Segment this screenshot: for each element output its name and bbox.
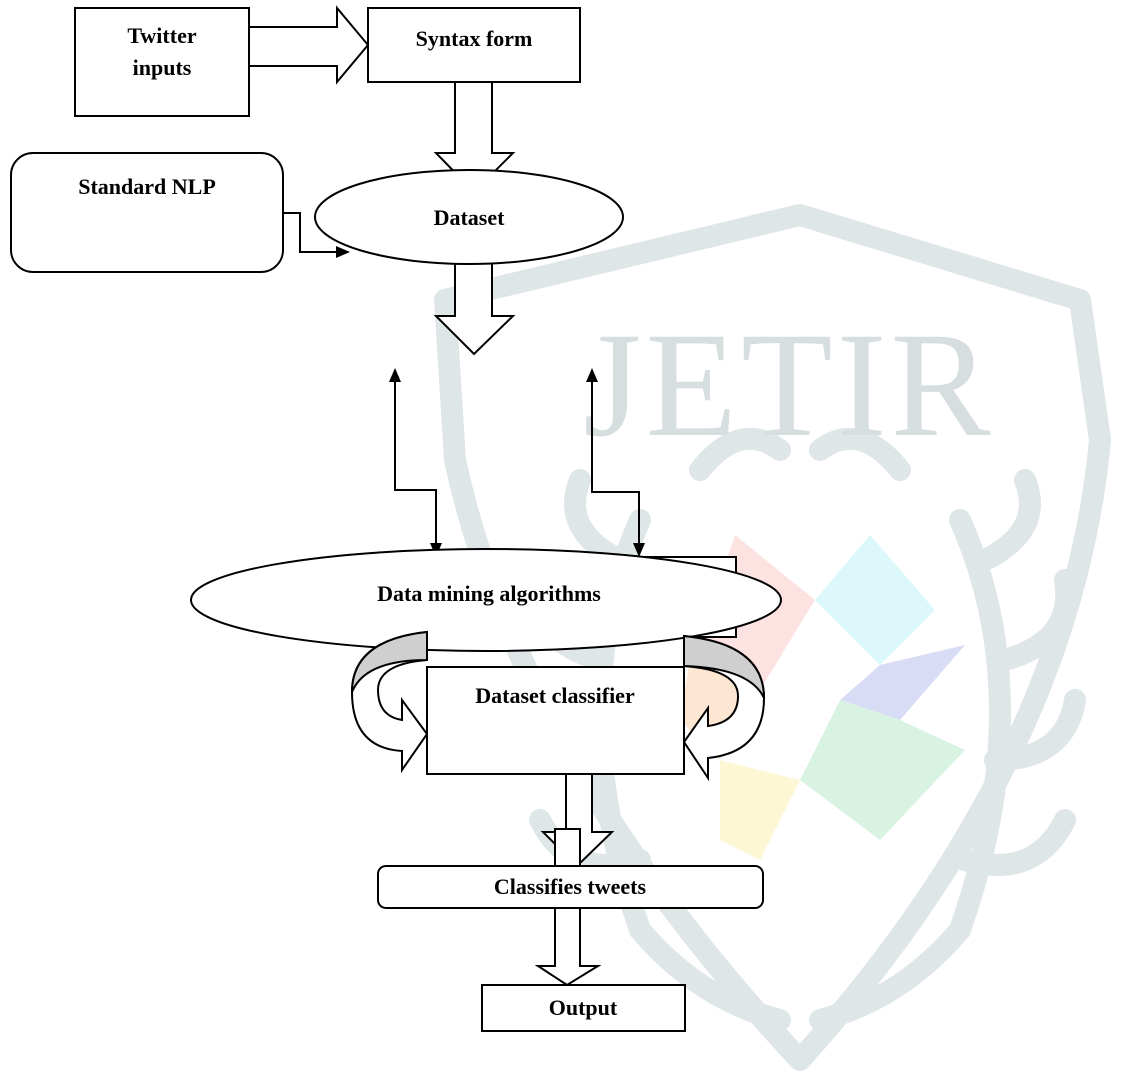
node-syntax-form-label: Syntax form (416, 26, 533, 51)
connector-right-updown (586, 368, 645, 557)
node-dataset-classifier (426, 666, 685, 775)
node-twitter-inputs-line1: Twitter (127, 23, 196, 48)
node-data-mining-label: Data mining algorithms (377, 581, 601, 606)
node-dataset-classifier-label: Dataset classifier (475, 683, 635, 708)
node-classifies-tweets (377, 865, 764, 909)
node-standard-nlp-label: Standard NLP (78, 174, 216, 199)
connector-nlp-to-dataset (283, 212, 338, 253)
node-dataset (314, 169, 624, 265)
node-dataset-label: Dataset (434, 205, 506, 230)
node-twitter-inputs (74, 7, 250, 117)
node-standard-nlp (10, 152, 284, 273)
watermark-text: JETIR (583, 302, 995, 468)
node-twitter-inputs-line2: inputs (133, 55, 192, 80)
feedback-arrow-left (350, 630, 429, 774)
arrow-dataset-down (433, 261, 516, 356)
node-classifies-tweets-label: Classifies tweets (494, 874, 647, 899)
connector-left-updown (389, 368, 442, 557)
node-output (481, 984, 686, 1032)
feedback-arrow-right (682, 634, 766, 782)
arrow-twitter-to-syntax (248, 5, 370, 85)
node-output-label: Output (549, 995, 618, 1020)
arrowhead-nlp-to-dataset (336, 246, 350, 258)
node-syntax-form (367, 7, 581, 83)
node-data-mining-algorithms (190, 548, 782, 652)
